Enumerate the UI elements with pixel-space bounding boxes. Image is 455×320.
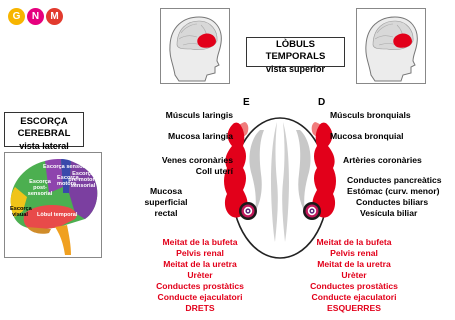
label-bile-ducts: Conductes biliars <box>356 197 429 207</box>
label-laryngeal-muscles: Músculs laringis <box>165 110 233 120</box>
head-illustration-right <box>356 8 426 84</box>
brain-label-sensorial: Escorça sensorial <box>43 164 91 170</box>
brain-label-visual: Escorça visual <box>10 206 32 219</box>
bottom-right-item: Meitat de la bufeta <box>316 237 392 247</box>
right-target-icon <box>303 202 321 220</box>
head-profile-right-icon <box>365 16 418 82</box>
brain-label-postsensorial: Escorça post-sensorial <box>27 179 53 198</box>
gnm-logo: G N M <box>8 7 68 27</box>
label-rectal-2: superficial <box>144 197 188 207</box>
midline-right-shape <box>282 122 289 242</box>
brain-label-premotora: Escorça pre-motora sensorial <box>68 171 98 190</box>
brain-label-temporal: Lòbul temporal <box>37 212 78 218</box>
bottom-left-item: Conductes prostàtics <box>156 281 244 291</box>
logo-letter-m: M <box>46 8 63 25</box>
bottom-left-item: Urèter <box>187 270 213 280</box>
brain-lateral-view: Escorça sensorial Escorça motora Escorça… <box>4 152 102 258</box>
left-ventricle-shape <box>249 130 264 212</box>
left-target-icon <box>239 202 257 220</box>
brain-lateral-icon <box>10 159 98 255</box>
temporal-title-line1: LÒBULS TEMPORALS <box>265 39 326 62</box>
label-gallbladder: Vesícula biliar <box>360 208 418 218</box>
bottom-left-item: Pelvis renal <box>176 248 224 258</box>
logo-letter-g: G <box>8 8 25 25</box>
head-profile-left-icon <box>169 16 222 82</box>
label-coronary-arteries: Artèries coronàries <box>343 155 422 165</box>
logo-letter-n: N <box>27 8 44 25</box>
right-ventricle-shape <box>296 130 311 212</box>
bottom-right-item: Urèter <box>341 270 367 280</box>
bottom-left-item: Meitat de la bufeta <box>162 237 238 247</box>
bottom-right-item: ESQUERRES <box>327 303 381 313</box>
bottom-right-list: Meitat de la bufeta Pelvis renal Meitat … <box>300 237 408 314</box>
cortex-title: ESCORÇA CEREBRAL vista lateral <box>4 112 84 151</box>
label-uterine-neck: Coll uterí <box>195 166 233 176</box>
temporal-lobes-diagram <box>224 117 336 259</box>
temporal-lobes-title: LÒBULS TEMPORALS vista superior <box>246 37 345 74</box>
label-rectal-3: rectal <box>154 208 178 218</box>
left-lobe-zone <box>224 122 248 218</box>
label-bronchial-muscles: Músculs bronquials <box>330 110 411 120</box>
label-bronchial-mucosa: Mucosa bronquial <box>330 131 404 141</box>
bottom-right-item: Pelvis renal <box>330 248 378 258</box>
label-coronary-veins: Venes coronàries <box>161 155 233 165</box>
right-lobe-zone <box>312 122 336 218</box>
brain-label-motora: Escorça motora <box>57 175 79 188</box>
bottom-right-item: Meitat de la uretra <box>317 259 391 269</box>
label-rectal-1: Mucosa <box>150 186 182 196</box>
label-pancreatic-ducts: Conductes pancreàtics <box>347 175 442 185</box>
bottom-right-item: Conductes prostàtics <box>310 281 398 291</box>
bottom-left-item: Conducte ejaculatori <box>157 292 243 302</box>
bottom-left-item: Meitat de la uretra <box>163 259 237 269</box>
side-letter-left: E <box>243 97 250 108</box>
cortex-title-line1: ESCORÇA CEREBRAL <box>17 116 71 139</box>
temporal-title-line2: vista superior <box>265 64 326 74</box>
midline-left-shape <box>271 122 278 242</box>
label-stomach: Estómac (curv. menor) <box>347 186 440 196</box>
bottom-right-item: Conducte ejaculatori <box>311 292 397 302</box>
bottom-left-list: Meitat de la bufeta Pelvis renal Meitat … <box>146 237 254 314</box>
head-illustration-left <box>160 8 230 84</box>
side-letter-right: D <box>318 97 326 108</box>
bottom-left-item: DRETS <box>185 303 215 313</box>
label-laryngeal-mucosa: Mucosa laringia <box>168 131 233 141</box>
cortex-title-line2: vista lateral <box>19 141 69 151</box>
